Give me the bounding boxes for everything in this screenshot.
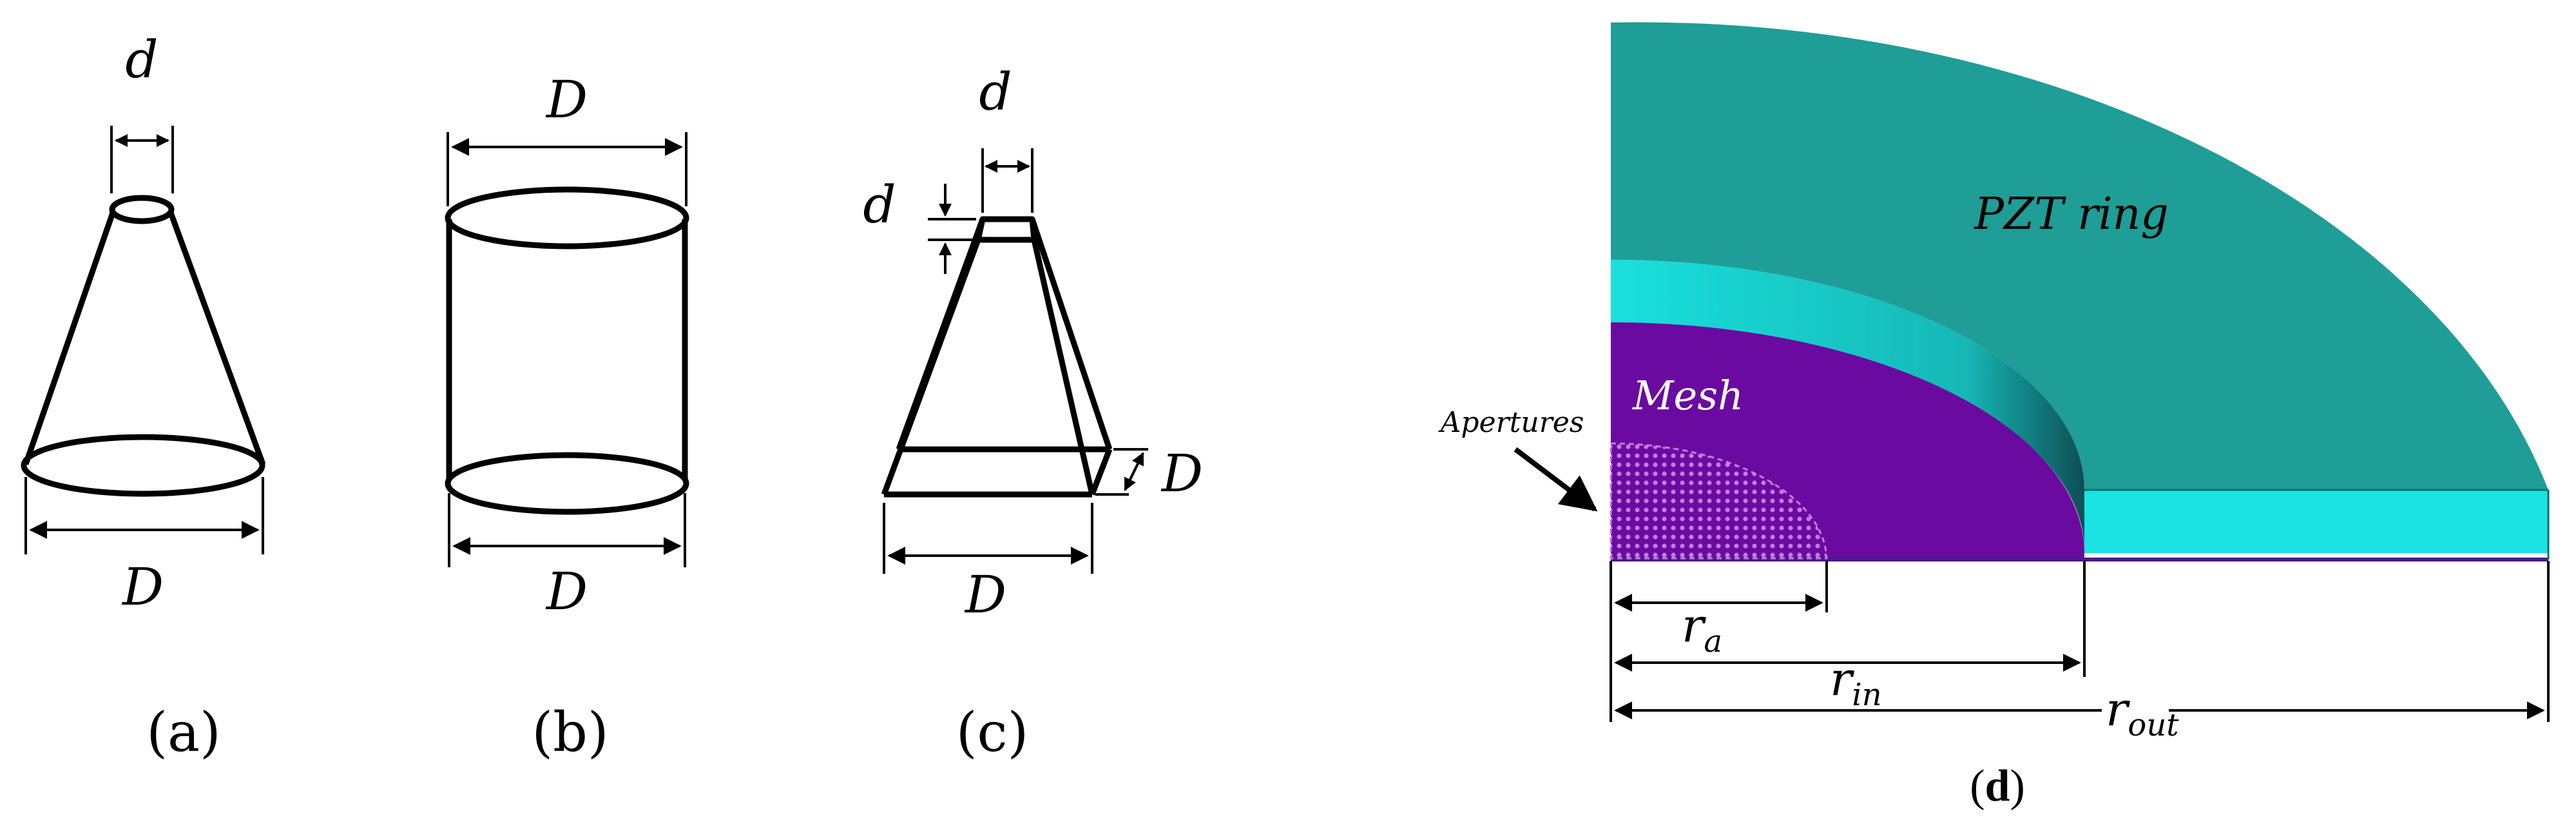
caption-d: (d) xyxy=(1970,761,2025,811)
cone-right-edge xyxy=(168,211,266,465)
label-mesh: Mesh xyxy=(1632,372,1744,419)
dimension-D-bottom-b xyxy=(448,493,686,567)
radius-dimensions xyxy=(1610,561,2550,722)
cylinder-shape xyxy=(445,186,689,515)
caption-a: (a) xyxy=(146,701,221,764)
dimension-d-side-c xyxy=(928,184,976,274)
pzt-ring-top-face xyxy=(1611,22,2548,490)
label-apertures: Apertures xyxy=(1438,406,1584,439)
caption-c: (c) xyxy=(956,701,1029,764)
caption-b: (b) xyxy=(532,701,608,764)
cone-shape xyxy=(21,195,266,497)
label-d-top-c: d xyxy=(979,62,1012,122)
label-r-in: rin xyxy=(1830,652,1882,713)
panel-c: d d D D (c) xyxy=(863,62,1203,764)
cone-top-ellipse xyxy=(109,195,175,224)
pyramid-shape xyxy=(881,216,1113,498)
dimension-d-top xyxy=(110,126,174,193)
pyramid-base-right xyxy=(1089,448,1113,496)
cone-bottom-ellipse xyxy=(21,434,265,497)
cone-left-edge xyxy=(23,211,116,465)
pyramid-top-face xyxy=(975,216,1037,243)
dimension-D-bottom xyxy=(24,477,264,554)
cylinder-bottom-ellipse xyxy=(445,452,689,515)
label-d-top: d xyxy=(125,30,158,90)
label-D-bottom-b: D xyxy=(545,561,588,621)
pzt-ring-inner-face xyxy=(1611,260,2085,553)
cylinder-top-ellipse xyxy=(445,186,689,249)
panel-d: PZT ring Mesh Apertures ra rin rout (d) xyxy=(1438,22,2550,811)
panel-a: d D (a) xyxy=(21,30,266,764)
panel-b: D D (b) xyxy=(445,70,689,764)
label-D-top-b: D xyxy=(545,70,588,130)
label-D-bottom-c: D xyxy=(964,565,1006,625)
apertures-region xyxy=(1610,442,1828,560)
dimension-D-top-b xyxy=(447,132,687,206)
pyramid-back-right-edge xyxy=(1029,218,1113,451)
dimension-d-top-c xyxy=(981,148,1033,213)
label-r-a: ra xyxy=(1682,598,1722,659)
label-D-bottom: D xyxy=(121,557,164,617)
pyramid-back-left-edge xyxy=(896,218,986,451)
label-r-out: rout xyxy=(2106,682,2179,743)
label-D-side-c: D xyxy=(1160,444,1203,503)
label-d-side-c: d xyxy=(863,175,896,235)
pzt-ring-outer-face xyxy=(2084,490,2548,553)
dimension-D-bottom-c xyxy=(883,503,1093,574)
label-pzt-ring: PZT ring xyxy=(1973,189,2169,240)
dimension-D-side-c xyxy=(1095,448,1148,496)
apertures-arrow xyxy=(1514,447,1598,512)
